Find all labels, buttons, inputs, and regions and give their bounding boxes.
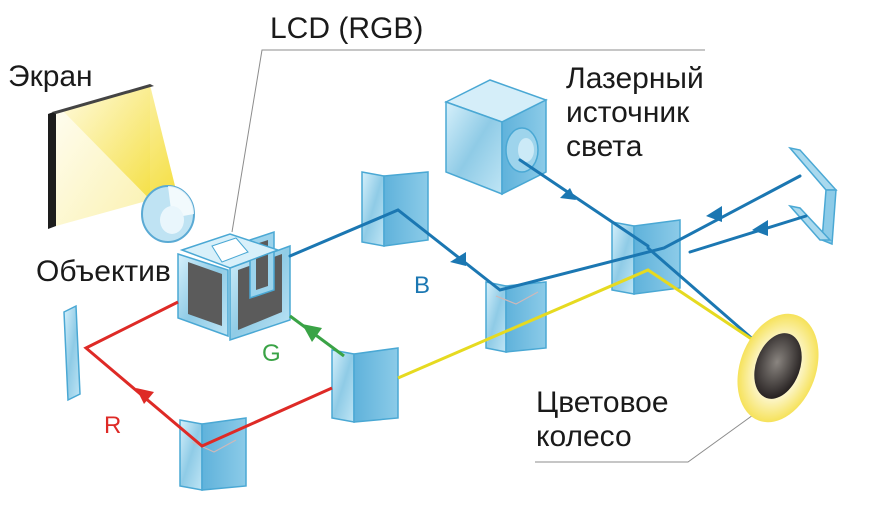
lcd-leader-line	[231, 49, 705, 233]
green-beam-label: G	[262, 340, 281, 367]
dichroic-mirror-icon	[361, 171, 429, 247]
red-beam-label: R	[104, 412, 122, 439]
dichroic-mirror-icon	[331, 347, 399, 423]
mirror-icon	[787, 146, 838, 246]
arrow-icon	[302, 324, 322, 342]
arrow-icon	[560, 188, 576, 200]
arrow-icon	[450, 252, 466, 266]
lens-label: Объектив	[36, 255, 171, 288]
mirror-icon	[179, 417, 247, 491]
arrow-icon	[136, 388, 154, 404]
blue-beam-arrows	[450, 188, 768, 266]
screen-label: Экран	[8, 60, 93, 93]
color-wheel-label: Цветовое колесо	[536, 386, 669, 453]
blue-beam-label: B	[414, 272, 431, 299]
green-beam-path	[289, 314, 345, 358]
mirror-icon	[63, 304, 81, 402]
lcd-label: LCD (RGB)	[270, 12, 424, 45]
laser-source-icon	[444, 79, 548, 196]
leader-lines	[231, 49, 761, 463]
arrow-icon	[752, 220, 768, 236]
color-wheel-leader-line	[535, 409, 761, 463]
laser-source-label: Лазерный источник света	[566, 62, 704, 163]
yellow-beam-path	[397, 268, 757, 380]
screen-icon	[48, 84, 154, 229]
blue-beam-path	[288, 158, 808, 344]
lens-icon	[141, 185, 195, 243]
red-beam-path	[83, 300, 333, 448]
arrow-icon	[706, 206, 722, 222]
color-wheel-icon	[737, 313, 819, 423]
lcd-prism-icon	[177, 230, 291, 342]
